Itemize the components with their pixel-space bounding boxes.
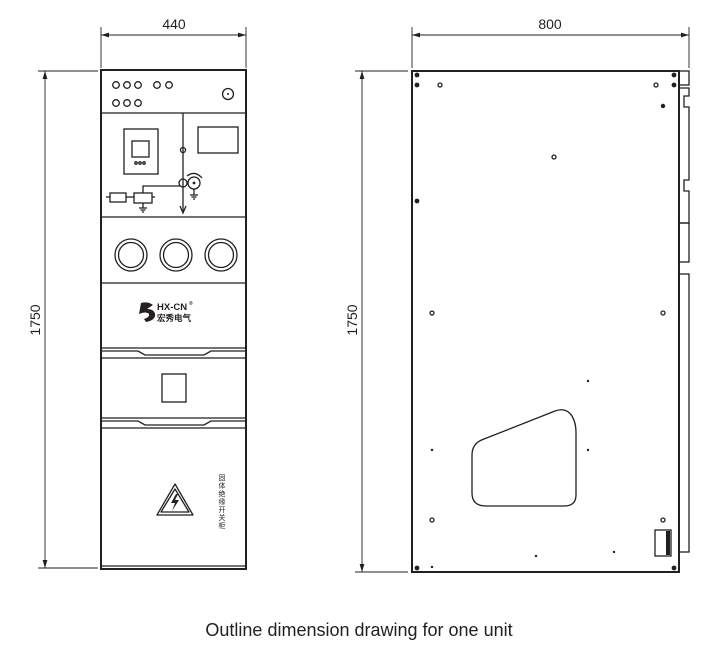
door-label: 固 体 绝 缘 开 关 柜 bbox=[219, 474, 226, 530]
logo-chinese: 宏秀电气 bbox=[157, 313, 192, 323]
relay-unit bbox=[123, 128, 159, 175]
logo-mark-icon bbox=[139, 302, 156, 322]
handle-strip-upper bbox=[101, 347, 246, 359]
door-label-char: 关 bbox=[219, 513, 226, 522]
indicator-panel bbox=[101, 81, 246, 114]
front-width-label: 440 bbox=[162, 16, 186, 32]
side-panel-outline bbox=[411, 70, 680, 573]
front-height-dimension: 1750 bbox=[27, 70, 98, 569]
cabinet-outline bbox=[100, 69, 247, 570]
cable-cutout bbox=[471, 409, 577, 507]
logo-registered: ® bbox=[189, 300, 193, 307]
logo-brand: HX-CN bbox=[157, 302, 187, 313]
mimic-panel bbox=[101, 113, 246, 218]
side-width-dimension: 800 bbox=[411, 16, 690, 68]
handle-strip-lower bbox=[101, 417, 246, 429]
door-label-char: 体 bbox=[219, 481, 226, 490]
side-door-profile bbox=[678, 70, 690, 553]
door-label-char: 固 bbox=[219, 474, 226, 482]
high-voltage-warning-icon bbox=[156, 483, 194, 516]
mounting-holes bbox=[429, 82, 666, 523]
door-label-char: 开 bbox=[219, 506, 226, 514]
brand-logo: HX-CN ® 宏秀电气 bbox=[139, 300, 193, 323]
relay-screen bbox=[131, 140, 150, 158]
side-height-label: 1750 bbox=[344, 304, 360, 335]
front-width-dimension: 440 bbox=[100, 16, 247, 68]
knob-icon bbox=[221, 87, 235, 101]
front-view: 440 1750 bbox=[27, 16, 247, 570]
side-latch bbox=[654, 529, 672, 557]
front-height-label: 1750 bbox=[27, 304, 43, 335]
side-height-dimension: 1750 bbox=[344, 70, 408, 573]
side-view: 800 1750 bbox=[344, 16, 690, 573]
door-label-char: 缘 bbox=[219, 497, 226, 506]
viewing-windows bbox=[101, 238, 246, 284]
door-label-char: 柜 bbox=[219, 521, 226, 530]
side-width-label: 800 bbox=[538, 16, 562, 32]
mounting-bolts bbox=[414, 72, 677, 571]
door-label-char: 绝 bbox=[219, 489, 226, 498]
small-rivets bbox=[430, 379, 616, 569]
indicator-lights bbox=[112, 81, 173, 107]
figure-caption: Outline dimension drawing for one unit bbox=[205, 620, 512, 640]
meter-window bbox=[197, 126, 239, 154]
inspection-window bbox=[161, 373, 187, 403]
